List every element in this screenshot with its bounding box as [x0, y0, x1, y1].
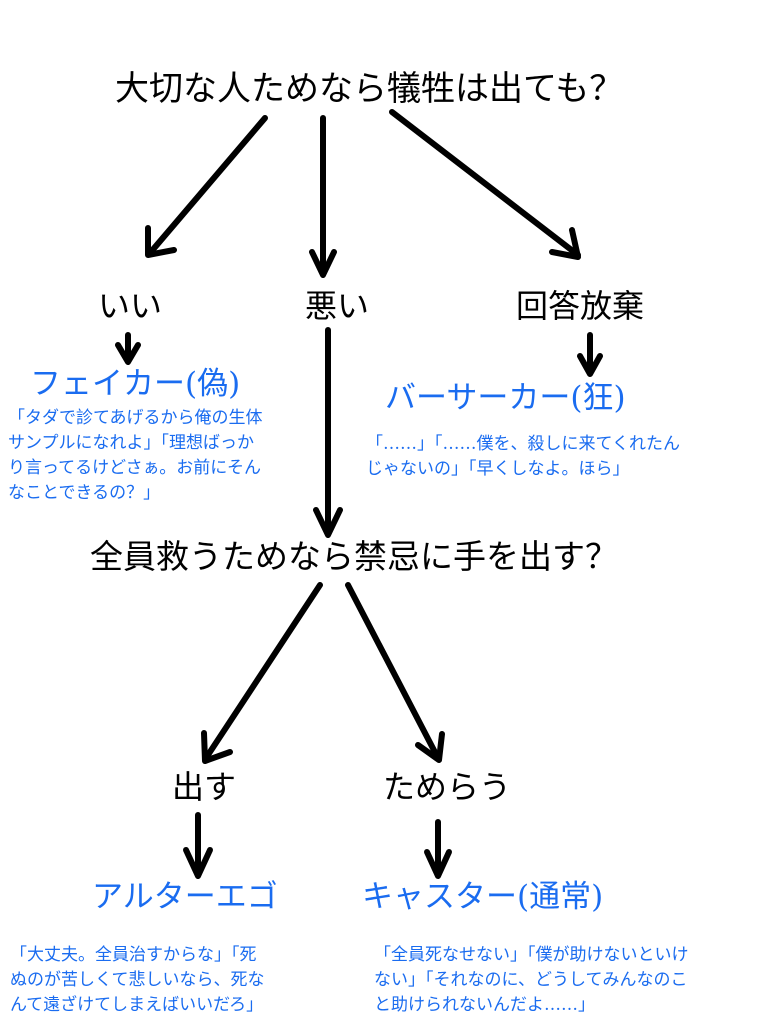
- arrow-to-good: [145, 115, 268, 258]
- quote-line: 「……」「……僕を、殺しに来てくれたん: [366, 434, 680, 454]
- arrow-to-alterego: [183, 812, 213, 879]
- berserker-quote: 「……」「……僕を、殺しに来てくれたん じゃないの」「早くしなよ。ほら」: [366, 432, 680, 482]
- arrow-to-hesitate: [345, 582, 445, 763]
- option-bad: 悪い: [305, 287, 370, 325]
- quote-line: 「全員死なせない」「僕が助けないといけ: [374, 945, 689, 965]
- option-use: 出す: [172, 768, 237, 806]
- arrow-to-use: [201, 582, 323, 764]
- caster-name: キャスター(通常): [362, 879, 604, 915]
- alterego-name: アルターエゴ: [92, 879, 278, 915]
- option-abstain: 回答放棄: [516, 287, 645, 325]
- quote-line: 「大丈夫。全員治すからな」「死: [10, 945, 257, 965]
- quote-line: サンプルになれよ」「理想ばっか: [8, 433, 254, 453]
- arrow-to-question2: [313, 327, 343, 538]
- question-1: 大切な人ためなら犠牲は出ても？: [115, 69, 624, 109]
- question-2: 全員救うためなら禁忌に手を出す？: [90, 537, 618, 576]
- quote-line: ぬのが苦しくて悲しいなら、死な: [10, 970, 265, 990]
- option-hesitate: ためらう: [383, 768, 512, 806]
- faker-quote: 「タダで診てあげるから俺の生体 サンプルになれよ」「理想ばっか り言ってるけどさ…: [8, 406, 263, 506]
- arrow-to-bad: [309, 115, 337, 278]
- quote-line: じゃないの」「早くしなよ。ほら」: [366, 459, 630, 479]
- quote-line: んて遠ざけてしまえばいいだろ」: [10, 995, 264, 1015]
- option-good: いい: [98, 287, 163, 325]
- faker-name: フェイカー(偽): [30, 366, 241, 402]
- quote-line: ない」「それなのに、どうしてみんなのこ: [374, 970, 688, 990]
- quote-line: なことできるの？」: [8, 483, 161, 503]
- berserker-name: バーサーカー(狂): [385, 380, 626, 416]
- arrow-to-abstain: [389, 109, 581, 260]
- quote-line: り言ってるけどさぁ。お前にそん: [8, 458, 261, 478]
- arrow-to-faker: [115, 332, 141, 365]
- arrow-to-berserker: [577, 332, 603, 377]
- arrow-to-caster: [424, 819, 452, 879]
- alterego-quote: 「大丈夫。全員治すからな」「死 ぬのが苦しくて悲しいなら、死な んて遠ざけてしま…: [10, 943, 265, 1018]
- quote-line: と助けられないんだよ……」: [374, 995, 595, 1015]
- quote-line: 「タダで診てあげるから俺の生体: [8, 408, 263, 428]
- caster-quote: 「全員死なせない」「僕が助けないといけ ない」「それなのに、どうしてみんなのこ …: [374, 943, 689, 1018]
